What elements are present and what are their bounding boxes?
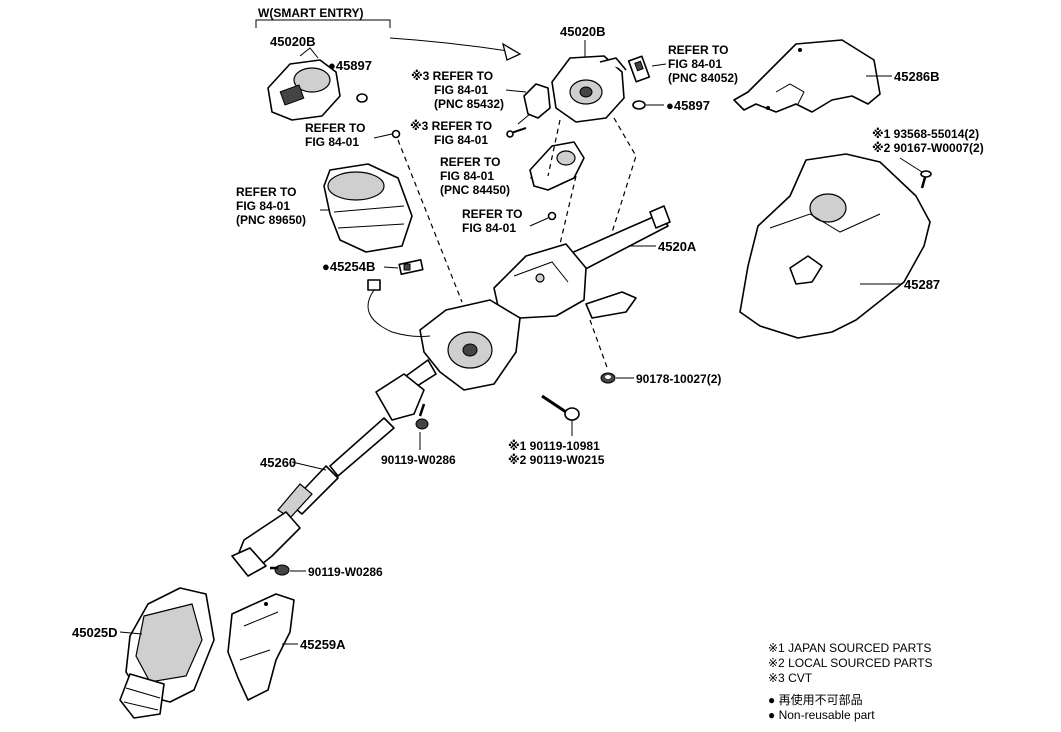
ref-84450-line2: FIG 84-01 bbox=[440, 169, 494, 183]
switch-84052-icon bbox=[627, 55, 651, 83]
upper-column-cover-icon bbox=[733, 39, 881, 113]
column-bolt-icon bbox=[541, 394, 580, 421]
ref-84052-line1: REFER TO bbox=[668, 43, 728, 57]
legend: ※1 JAPAN SOURCED PARTS ※2 LOCAL SOURCED … bbox=[768, 641, 933, 722]
part-90119-w0286-upper-label: 90119-W0286 bbox=[381, 453, 456, 467]
boot-45025D-icon bbox=[119, 587, 215, 719]
legend-cvt: ※3 CVT bbox=[768, 671, 813, 685]
legend-japan: ※1 JAPAN SOURCED PARTS bbox=[768, 641, 931, 655]
spiral-cable-icon bbox=[323, 163, 413, 253]
cover-screw-icon bbox=[920, 170, 932, 189]
cover-45259A-icon bbox=[227, 593, 295, 701]
ref-85432-line3: (PNC 85432) bbox=[434, 97, 504, 111]
part-90178-label: 90178-10027(2) bbox=[636, 372, 721, 386]
ref-left-top-line1: REFER TO bbox=[305, 121, 365, 135]
part-45025D-label: 45025D bbox=[72, 625, 118, 640]
bolt-45897-icon bbox=[632, 100, 646, 110]
screw-left-icon bbox=[391, 129, 401, 139]
smart-entry-box: W(SMART ENTRY) 45020B ●45897 bbox=[255, 6, 522, 121]
lower-column-cover-icon bbox=[739, 153, 931, 339]
screw-japan-label: ※1 93568-55014(2) bbox=[872, 127, 979, 141]
part-45020B-label: 45020B bbox=[560, 24, 606, 39]
smart-entry-bolt-label: ●45897 bbox=[328, 58, 372, 73]
ref-89650-line3: (PNC 89650) bbox=[236, 213, 306, 227]
ref-85432-line2: FIG 84-01 bbox=[434, 83, 488, 97]
smart-entry-title: W(SMART ENTRY) bbox=[258, 6, 364, 20]
part-90119-w0286-lower-label: 90119-W0286 bbox=[308, 565, 383, 579]
bolt-45897-smart-icon bbox=[356, 93, 368, 103]
legend-non-reusable-jp: ● 再使用不可部品 bbox=[768, 692, 863, 707]
smart-entry-part-label: 45020B bbox=[270, 34, 316, 49]
ref-84450-line3: (PNC 84450) bbox=[440, 183, 510, 197]
bolt-local-label: ※2 90119-W0215 bbox=[508, 453, 605, 467]
part-45287-label: 45287 bbox=[904, 277, 940, 292]
sensor-85432-icon bbox=[517, 83, 551, 125]
ref-89650-line1: REFER TO bbox=[236, 185, 296, 199]
screw-local-label: ※2 90167-W0007(2) bbox=[872, 141, 984, 155]
screw-mid-icon bbox=[506, 127, 527, 138]
ref-mid-line2: FIG 84-01 bbox=[434, 133, 488, 147]
steering-column-icon bbox=[367, 205, 671, 391]
ignition-lock-smart-icon bbox=[267, 47, 341, 121]
ref-lower-line2: FIG 84-01 bbox=[462, 221, 516, 235]
part-4520A-label: 4520A bbox=[658, 239, 697, 254]
part-45254B-label: ●45254B bbox=[322, 259, 375, 274]
screw-lower-icon bbox=[547, 211, 557, 221]
part-45286B-label: 45286B bbox=[894, 69, 940, 84]
shaft-bolt-lower-icon bbox=[270, 564, 290, 576]
sensor-84450-icon bbox=[529, 141, 585, 191]
ref-left-top-line2: FIG 84-01 bbox=[305, 135, 359, 149]
part-45897-label: ●45897 bbox=[666, 98, 710, 113]
part-45259A-label: 45259A bbox=[300, 637, 346, 652]
bolt-japan-label: ※1 90119-10981 bbox=[508, 439, 600, 453]
connector-45254B-icon bbox=[398, 259, 424, 275]
intermediate-shaft-icon bbox=[231, 373, 425, 577]
legend-local: ※2 LOCAL SOURCED PARTS bbox=[768, 656, 933, 670]
ref-84450-line1: REFER TO bbox=[440, 155, 500, 169]
ref-85432-line1: ※3 REFER TO bbox=[411, 69, 493, 83]
ignition-lock-icon bbox=[551, 55, 627, 123]
ref-mid-line1: ※3 REFER TO bbox=[410, 119, 492, 133]
ref-lower-line1: REFER TO bbox=[462, 207, 522, 221]
ref-89650-line2: FIG 84-01 bbox=[236, 199, 290, 213]
nut-90178-icon bbox=[600, 372, 616, 384]
legend-non-reusable: ● Non-reusable part bbox=[768, 708, 875, 722]
ref-84052-line2: FIG 84-01 bbox=[668, 57, 722, 71]
ref-84052-line3: (PNC 84052) bbox=[668, 71, 738, 85]
shaft-bolt-upper-icon bbox=[415, 403, 429, 430]
part-45260-label: 45260 bbox=[260, 455, 296, 470]
arrow-icon bbox=[501, 42, 522, 61]
